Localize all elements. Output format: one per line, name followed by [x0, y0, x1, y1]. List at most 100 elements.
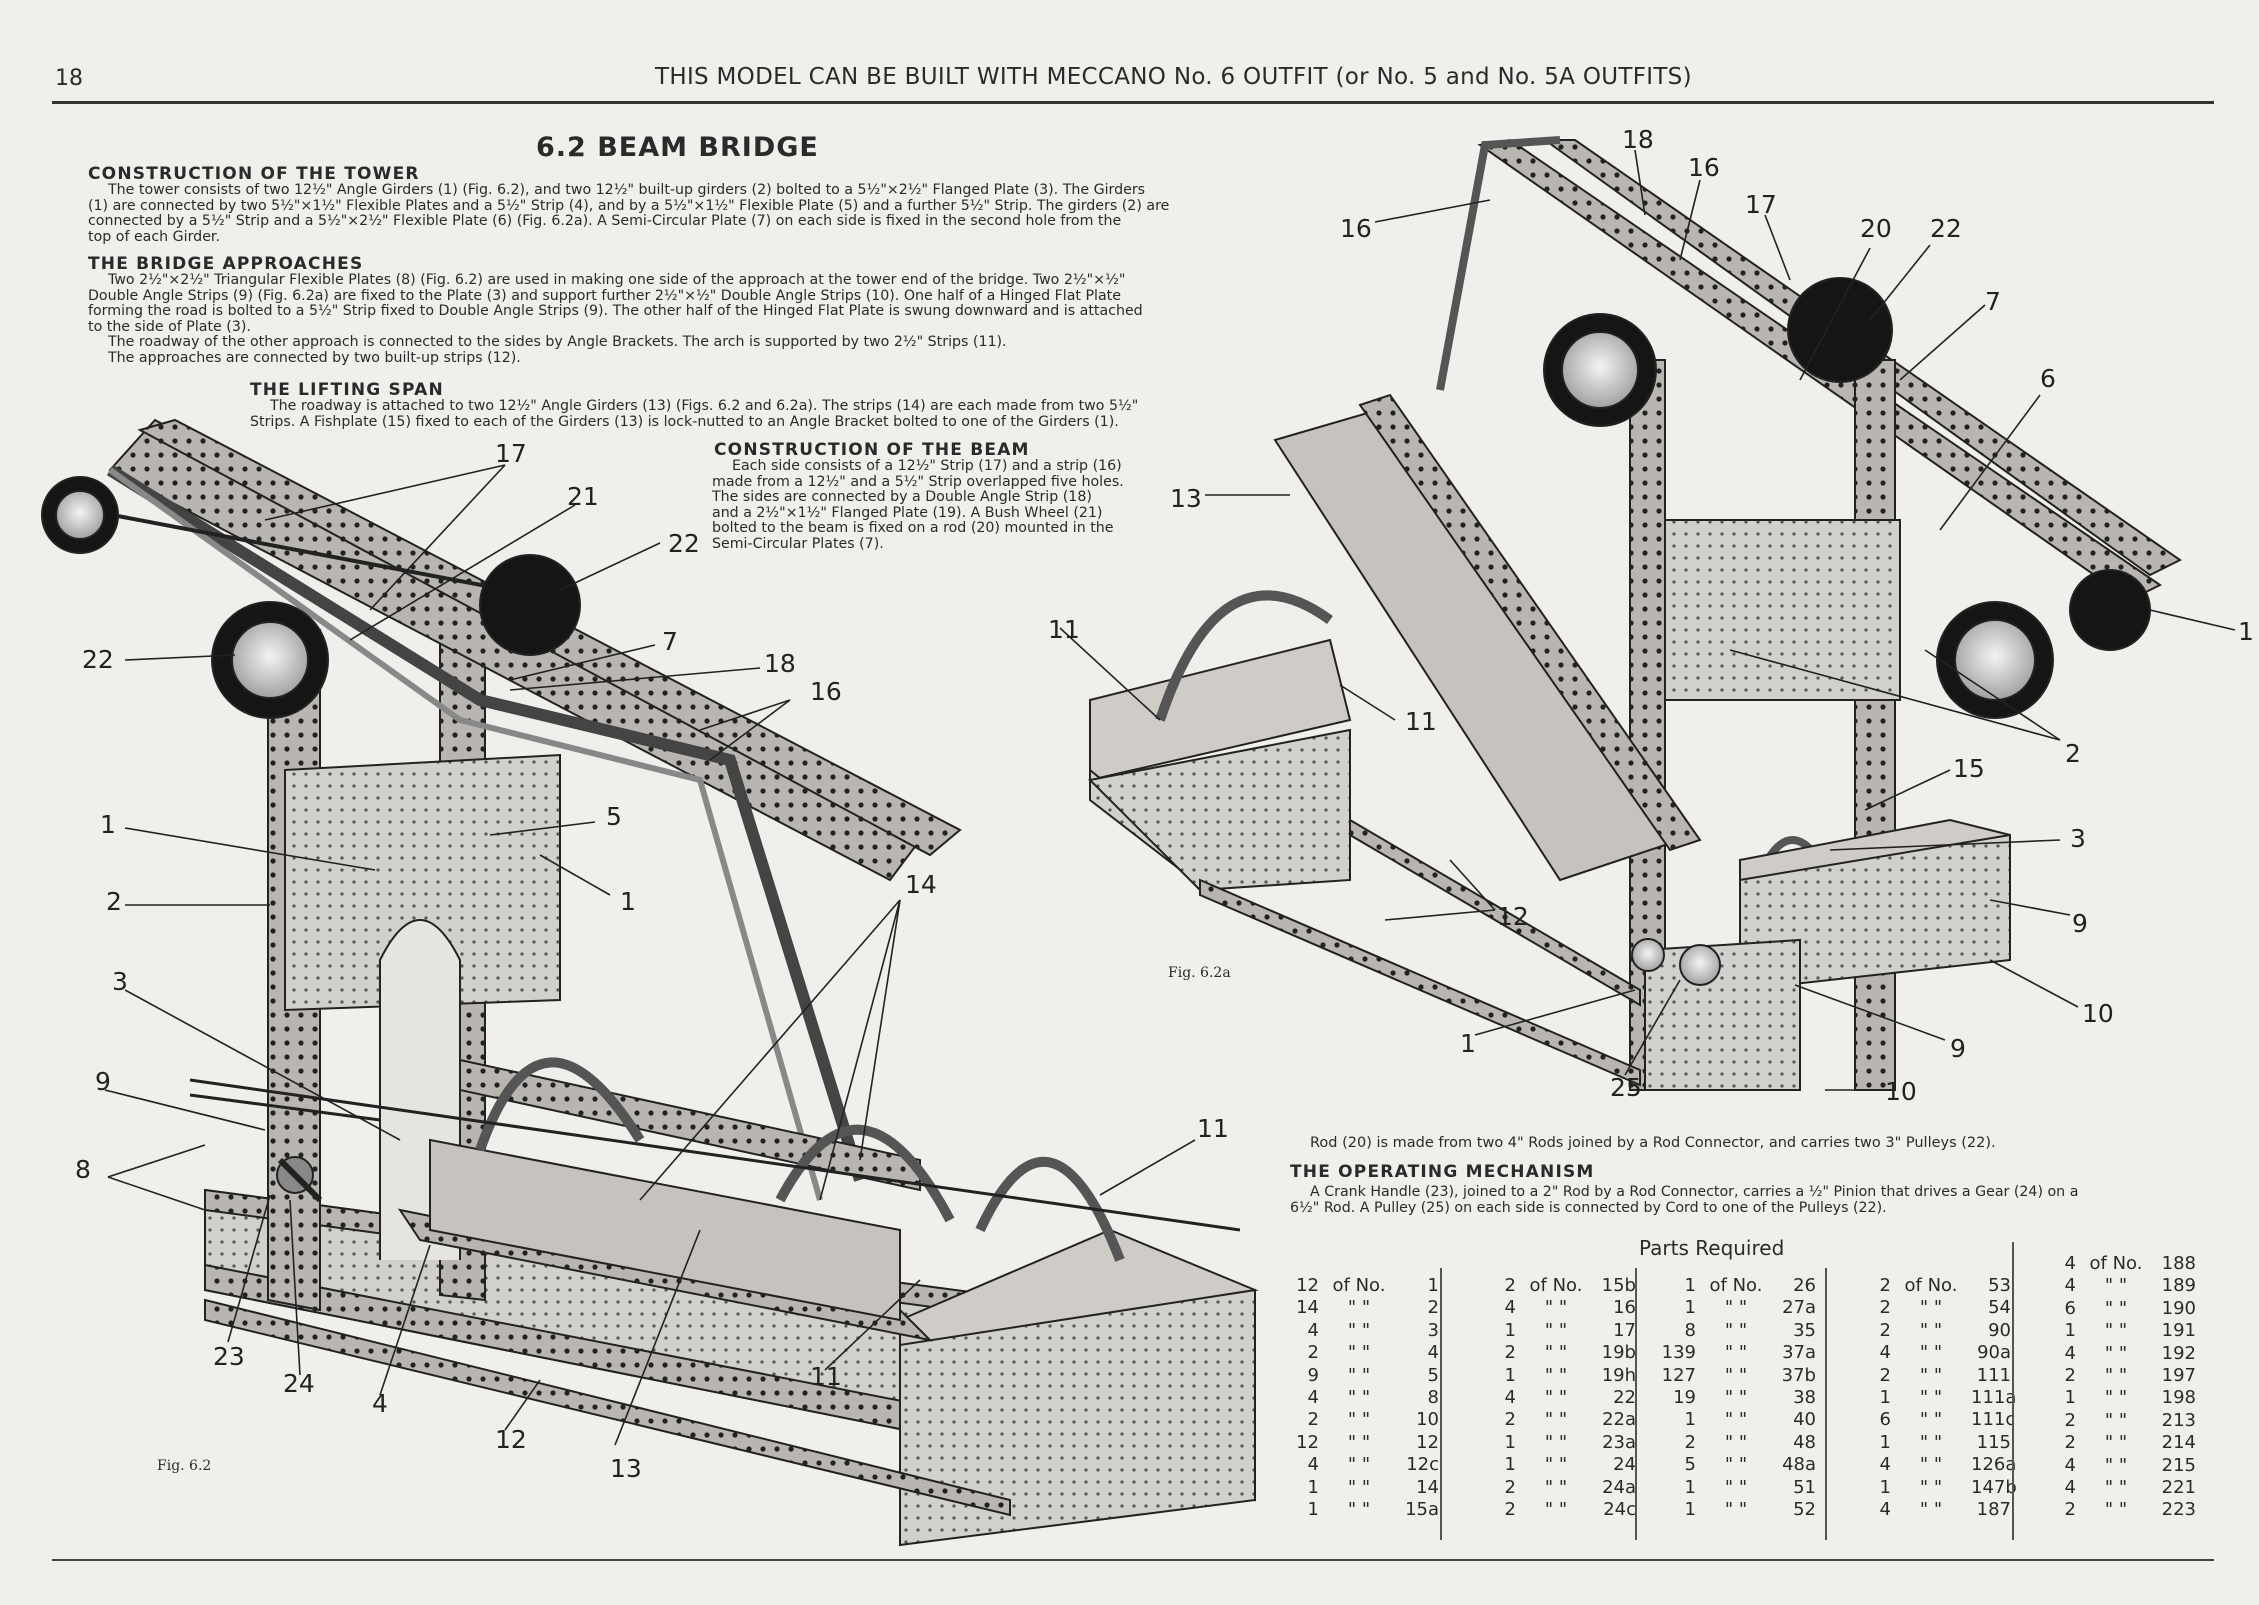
callout-numbers: 17 21 22 22 7 18 16 1 5 2 1 14 3 9 8 11 … [75, 125, 2254, 1483]
parts-row: 4" "3 [1283, 1320, 1439, 1342]
part-of-no: " " [1544, 1364, 1568, 1386]
parts-row: 1 " " 51 [1660, 1477, 1816, 1499]
beam-text: Each side consists of a 12½" Strip (17) … [712, 459, 1124, 552]
part-of-no: " " [1347, 1297, 1371, 1319]
part-quantity: 1 [1684, 1297, 1696, 1319]
part-quantity: 2 [1684, 1431, 1696, 1453]
part-of-no: " " [1544, 1342, 1568, 1364]
parts-row: 2" "19b [1480, 1342, 1636, 1364]
part-quantity: 9 [1307, 1364, 1319, 1386]
part-of-no: " " [1544, 1297, 1568, 1319]
part-of-no: of No. [2089, 1253, 2143, 1274]
part-quantity: 4 [2064, 1253, 2076, 1274]
part-number: 35 [1793, 1319, 1816, 1341]
footer-rule [52, 1559, 2214, 1561]
part-of-no: " " [1347, 1364, 1371, 1386]
parts-row: 19" "38 [1660, 1387, 1816, 1409]
part-number: 26 [1793, 1275, 1816, 1296]
part-of-no: " " [1347, 1454, 1371, 1476]
parts-row: 4" "22 [1480, 1387, 1636, 1409]
part-number: 22 [1613, 1387, 1636, 1409]
part-of-no: of No. [1332, 1275, 1386, 1296]
part-of-no: " " [1919, 1342, 1943, 1364]
callout: 1 [1460, 1029, 1476, 1058]
part-of-no: " " [1544, 1431, 1568, 1453]
parts-divider [2012, 1242, 2014, 1540]
part-quantity: 2 [1879, 1319, 1891, 1341]
part-of-no: " " [1544, 1476, 1568, 1498]
part-quantity: 8 [1684, 1319, 1696, 1341]
part-quantity: 2 [2064, 1499, 2076, 1521]
part-of-no: " " [1919, 1431, 1943, 1453]
part-of-no: " " [2104, 1432, 2128, 1454]
part-number: 38 [1793, 1387, 1816, 1409]
part-quantity: 1 [1307, 1476, 1319, 1498]
part-quantity: 1 [1504, 1319, 1516, 1341]
callout: 23 [213, 1342, 245, 1371]
parts-row: 1" "23a [1480, 1432, 1636, 1454]
callout: 17 [495, 439, 527, 468]
part-of-no: of No. [1529, 1275, 1583, 1296]
callout: 2 [2065, 739, 2081, 768]
part-number: 48a [1782, 1454, 1816, 1476]
page-number: 18 [55, 66, 83, 91]
part-quantity: 127 [1661, 1364, 1696, 1386]
part-quantity: 2 [1307, 1342, 1319, 1364]
parts-row: 4" "189 [2040, 1275, 2196, 1297]
fig-6-2-caption: Fig. 6.2 [157, 1458, 212, 1474]
parts-row: 4" "16 [1480, 1297, 1636, 1319]
parts-row: 9 " " 5 [1283, 1365, 1439, 1387]
part-of-no: " " [2104, 1365, 2128, 1387]
part-of-no: " " [1919, 1499, 1943, 1521]
callout: 7 [1985, 287, 2001, 316]
part-of-no: " " [1919, 1409, 1943, 1431]
part-of-no: " " [1544, 1409, 1568, 1431]
part-number: 90 [1988, 1319, 2011, 1341]
part-number: 48 [1793, 1431, 1816, 1453]
heading-mechanism: THE OPERATING MECHANISM [1290, 1162, 1595, 1182]
part-quantity: 2 [1504, 1275, 1516, 1296]
part-of-no: " " [2104, 1342, 2128, 1364]
part-quantity: 2 [1504, 1342, 1516, 1364]
part-number: 111c [1971, 1409, 2016, 1431]
callout: 2 [106, 887, 122, 916]
part-quantity: 1 [1504, 1431, 1516, 1453]
part-of-no: " " [1724, 1476, 1748, 1498]
callout: 13 [610, 1454, 642, 1483]
part-quantity: 4 [2064, 1477, 2076, 1499]
part-number: 15a [1405, 1499, 1439, 1521]
callout: 10 [1885, 1077, 1917, 1106]
part-number: 27a [1782, 1297, 1816, 1319]
part-number: 19h [1601, 1364, 1636, 1386]
parts-row: 1" "115 [1855, 1432, 2011, 1454]
part-number: 223 [2161, 1499, 2196, 1521]
parts-row: 1" "17 [1480, 1320, 1636, 1342]
part-number: 192 [2161, 1342, 2196, 1364]
part-number: 197 [2161, 1365, 2196, 1387]
part-of-no: " " [1724, 1431, 1748, 1453]
part-number: 5 [1427, 1364, 1439, 1386]
parts-row: 4" "90a [1855, 1342, 2011, 1364]
callout: 11 [1197, 1114, 1229, 1143]
parts-row: 2" "111 [1855, 1365, 2011, 1387]
callout: 11 [1405, 707, 1437, 736]
parts-row: 4" "192 [2040, 1343, 2196, 1365]
part-number: 3 [1427, 1319, 1439, 1341]
part-of-no: " " [1919, 1364, 1943, 1386]
tower-text: The tower consists of two 12½" Angle Gir… [88, 183, 1170, 245]
part-of-no: " " [2104, 1499, 2128, 1521]
part-number: 51 [1793, 1476, 1816, 1498]
part-quantity: 1 [1684, 1476, 1696, 1498]
parts-row: 127" "37b [1660, 1365, 1816, 1387]
part-quantity: 1 [1879, 1387, 1891, 1409]
part-quantity: 12 [1296, 1275, 1319, 1296]
callout: 17 [1745, 190, 1777, 219]
parts-row: 2" "54 [1855, 1297, 2011, 1319]
